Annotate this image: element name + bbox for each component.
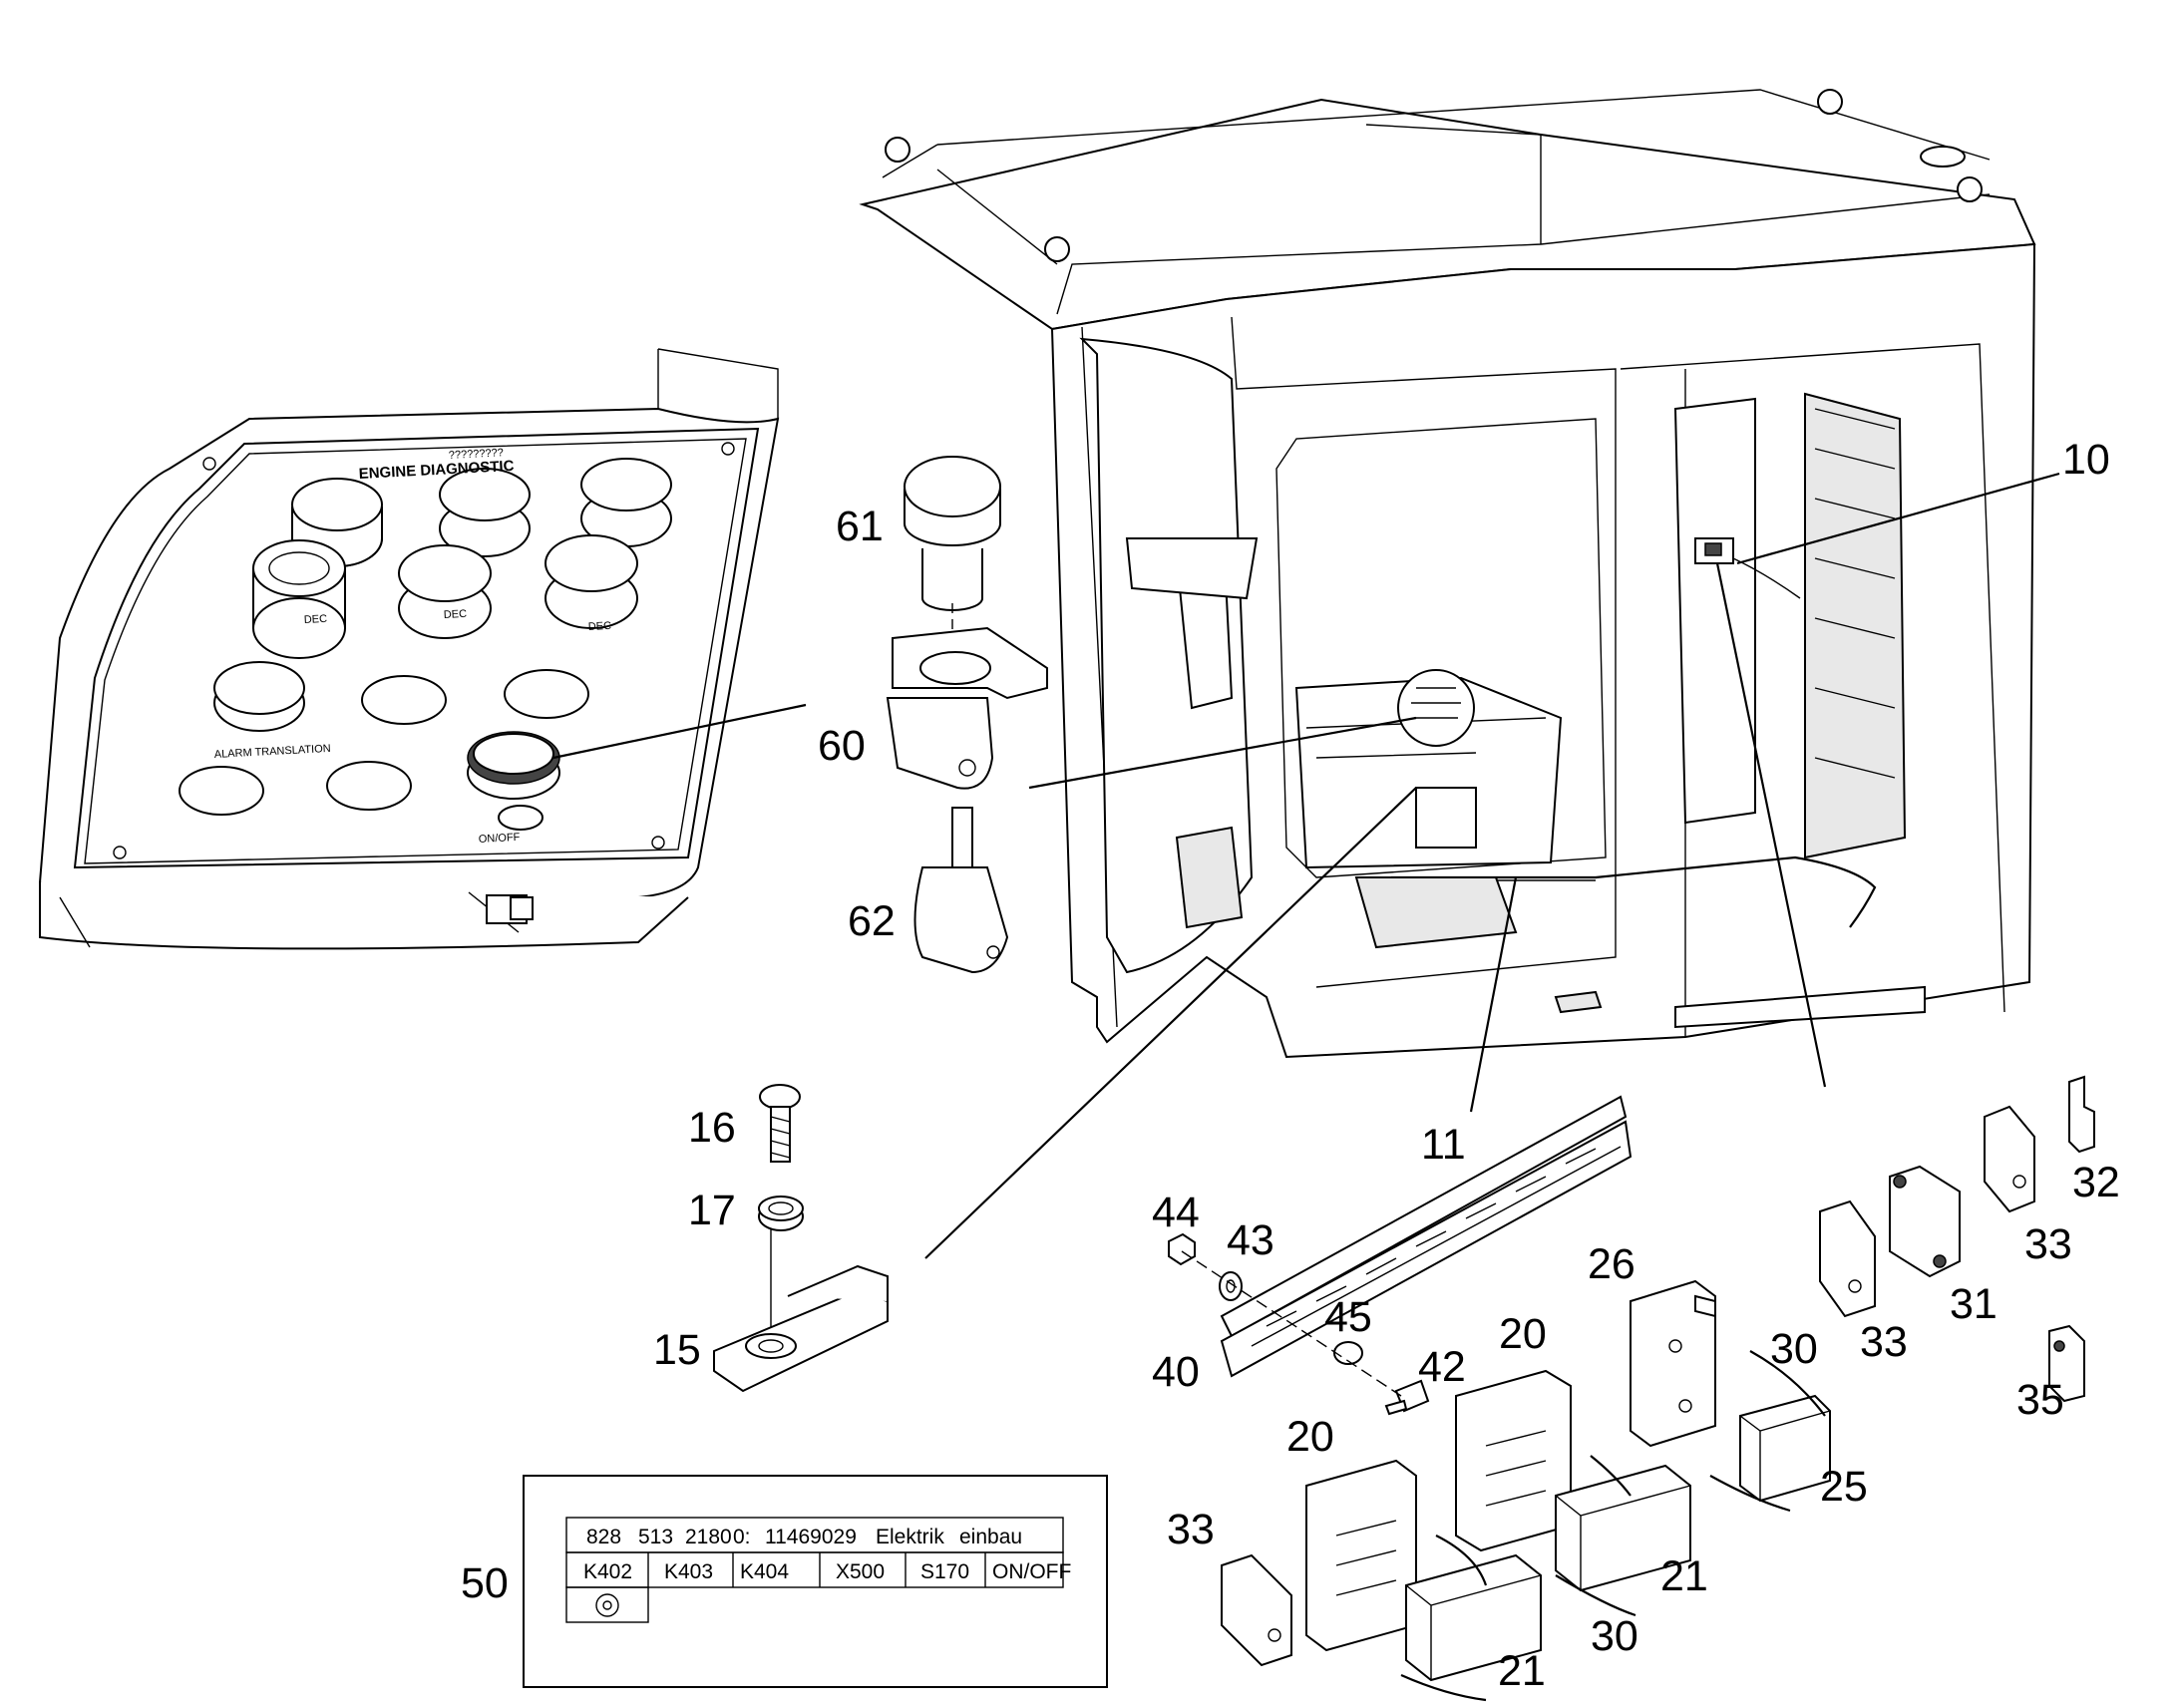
callout-60: 60 xyxy=(818,722,866,770)
callout-26: 26 xyxy=(1588,1240,1635,1288)
cover-32 xyxy=(2068,1075,2095,1154)
plate-c2: K403 xyxy=(664,1560,713,1583)
leader-to-panel xyxy=(552,703,807,760)
callout-21a: 21 xyxy=(1498,1647,1546,1695)
plate-c3: K404 xyxy=(740,1560,789,1583)
callout-31: 31 xyxy=(1950,1280,1998,1328)
onoff-lamp xyxy=(498,805,544,831)
plate-h4: 0: xyxy=(733,1526,751,1548)
callout-62: 62 xyxy=(848,897,896,945)
relay-socket-20b xyxy=(1455,1369,1572,1552)
panel-button-4 xyxy=(252,539,346,659)
callout-50: 50 xyxy=(461,1559,509,1607)
callout-61: 61 xyxy=(836,503,884,550)
relay-21a xyxy=(1405,1553,1542,1682)
leader-10 xyxy=(1736,472,2060,565)
panel-blank-2 xyxy=(504,669,589,719)
clip-30b xyxy=(1555,1574,1636,1617)
callout-25: 25 xyxy=(1820,1463,1868,1511)
callout-33c: 33 xyxy=(2024,1220,2072,1268)
plate-h3: 2180 xyxy=(685,1526,732,1548)
panel-button-3 xyxy=(580,458,672,547)
plate-h2: 513 xyxy=(638,1526,673,1548)
clip-25-wire xyxy=(1709,1475,1791,1513)
plate-h5: 11469029 xyxy=(765,1526,857,1548)
relay-module-10 xyxy=(1694,537,1734,564)
callout-15: 15 xyxy=(653,1326,701,1374)
callout-11: 11 xyxy=(1421,1121,1466,1169)
callout-42: 42 xyxy=(1418,1343,1466,1391)
end-clamp-33a xyxy=(1221,1553,1292,1667)
callout-21b: 21 xyxy=(1660,1552,1708,1600)
panel-button-5 xyxy=(398,544,492,639)
callout-20a: 20 xyxy=(1286,1413,1334,1461)
pushbutton-assembly xyxy=(886,456,1048,974)
washer-43 xyxy=(1219,1271,1243,1301)
end-plate-35 xyxy=(2048,1324,2085,1403)
callout-33a: 33 xyxy=(1167,1506,1215,1553)
end-clamp-33c xyxy=(1984,1105,2035,1213)
control-panel: ????????? ENGINE DIAGNOSTIC DEC DEC DEC … xyxy=(38,348,807,950)
callout-43: 43 xyxy=(1227,1216,1274,1264)
callout-44: 44 xyxy=(1152,1189,1200,1236)
callout-17: 17 xyxy=(688,1187,736,1234)
panel-label-3: DEC xyxy=(588,620,612,633)
nut-44 xyxy=(1168,1232,1196,1266)
din-rail-40 xyxy=(1220,1095,1633,1378)
switch-holder-60 xyxy=(886,626,1048,790)
leader-11 xyxy=(1469,876,1518,1113)
plate-c6: ON/OFF xyxy=(992,1560,1071,1583)
connector-plug xyxy=(486,894,534,924)
base-assembly xyxy=(713,1084,889,1393)
panel-button-6 xyxy=(545,534,638,629)
cabin xyxy=(859,89,2060,1259)
clip-30a xyxy=(1749,1350,1826,1417)
panel-blank-3 xyxy=(179,766,264,816)
plate-h6: Elektrik xyxy=(876,1526,944,1548)
callout-33b: 33 xyxy=(1860,1318,1908,1366)
clip-21-wire xyxy=(1400,1673,1487,1702)
relay-21b xyxy=(1555,1464,1691,1592)
callout-32: 32 xyxy=(2072,1159,2120,1206)
panel-label-onoff: ON/OFF xyxy=(479,832,521,846)
relay-socket-26 xyxy=(1630,1279,1716,1448)
callout-30b: 30 xyxy=(1591,1612,1638,1660)
relay-25 xyxy=(1739,1394,1831,1503)
bolt-42 xyxy=(1384,1379,1430,1416)
panel-label-1: DEC xyxy=(304,613,328,626)
plate-c5: S170 xyxy=(920,1560,969,1583)
emergency-stop-button xyxy=(467,731,560,800)
callout-35: 35 xyxy=(2016,1376,2064,1424)
panel-blank-4 xyxy=(326,761,412,811)
plate-c1: K402 xyxy=(583,1560,632,1583)
label-plate-50: 828 513 2180 0: 11469029 Elektrik einbau… xyxy=(523,1475,1108,1688)
panel-blank-1 xyxy=(361,675,447,725)
leader-15 xyxy=(924,787,1417,1259)
callout-40: 40 xyxy=(1152,1348,1200,1396)
end-clamp-33b xyxy=(1819,1199,1876,1318)
callout-45: 45 xyxy=(1324,1293,1372,1341)
panel-button-2 xyxy=(439,468,531,557)
callout-16: 16 xyxy=(688,1104,736,1152)
screw-16 xyxy=(759,1084,801,1163)
relay-socket-20a xyxy=(1305,1459,1417,1652)
callout-30a: 30 xyxy=(1770,1325,1818,1373)
plate-h1: 828 xyxy=(586,1526,621,1548)
panel-title-top: ????????? xyxy=(449,447,505,462)
callout-20b: 20 xyxy=(1499,1310,1547,1358)
plate-c4: X500 xyxy=(836,1560,885,1583)
callout-10: 10 xyxy=(2062,436,2110,484)
plate-h7: einbau xyxy=(959,1526,1022,1548)
washer-17 xyxy=(758,1196,804,1231)
terminal-31 xyxy=(1889,1165,1961,1278)
base-15 xyxy=(713,1264,889,1393)
panel-label-2: DEC xyxy=(444,608,468,621)
key-62 xyxy=(913,807,1009,974)
washer-45 xyxy=(1333,1341,1363,1365)
leader-31-feed xyxy=(1715,562,1827,1088)
panel-button-7 xyxy=(213,661,305,732)
leader-to-dash xyxy=(1028,716,1417,790)
button-cap-61 xyxy=(904,456,1001,611)
